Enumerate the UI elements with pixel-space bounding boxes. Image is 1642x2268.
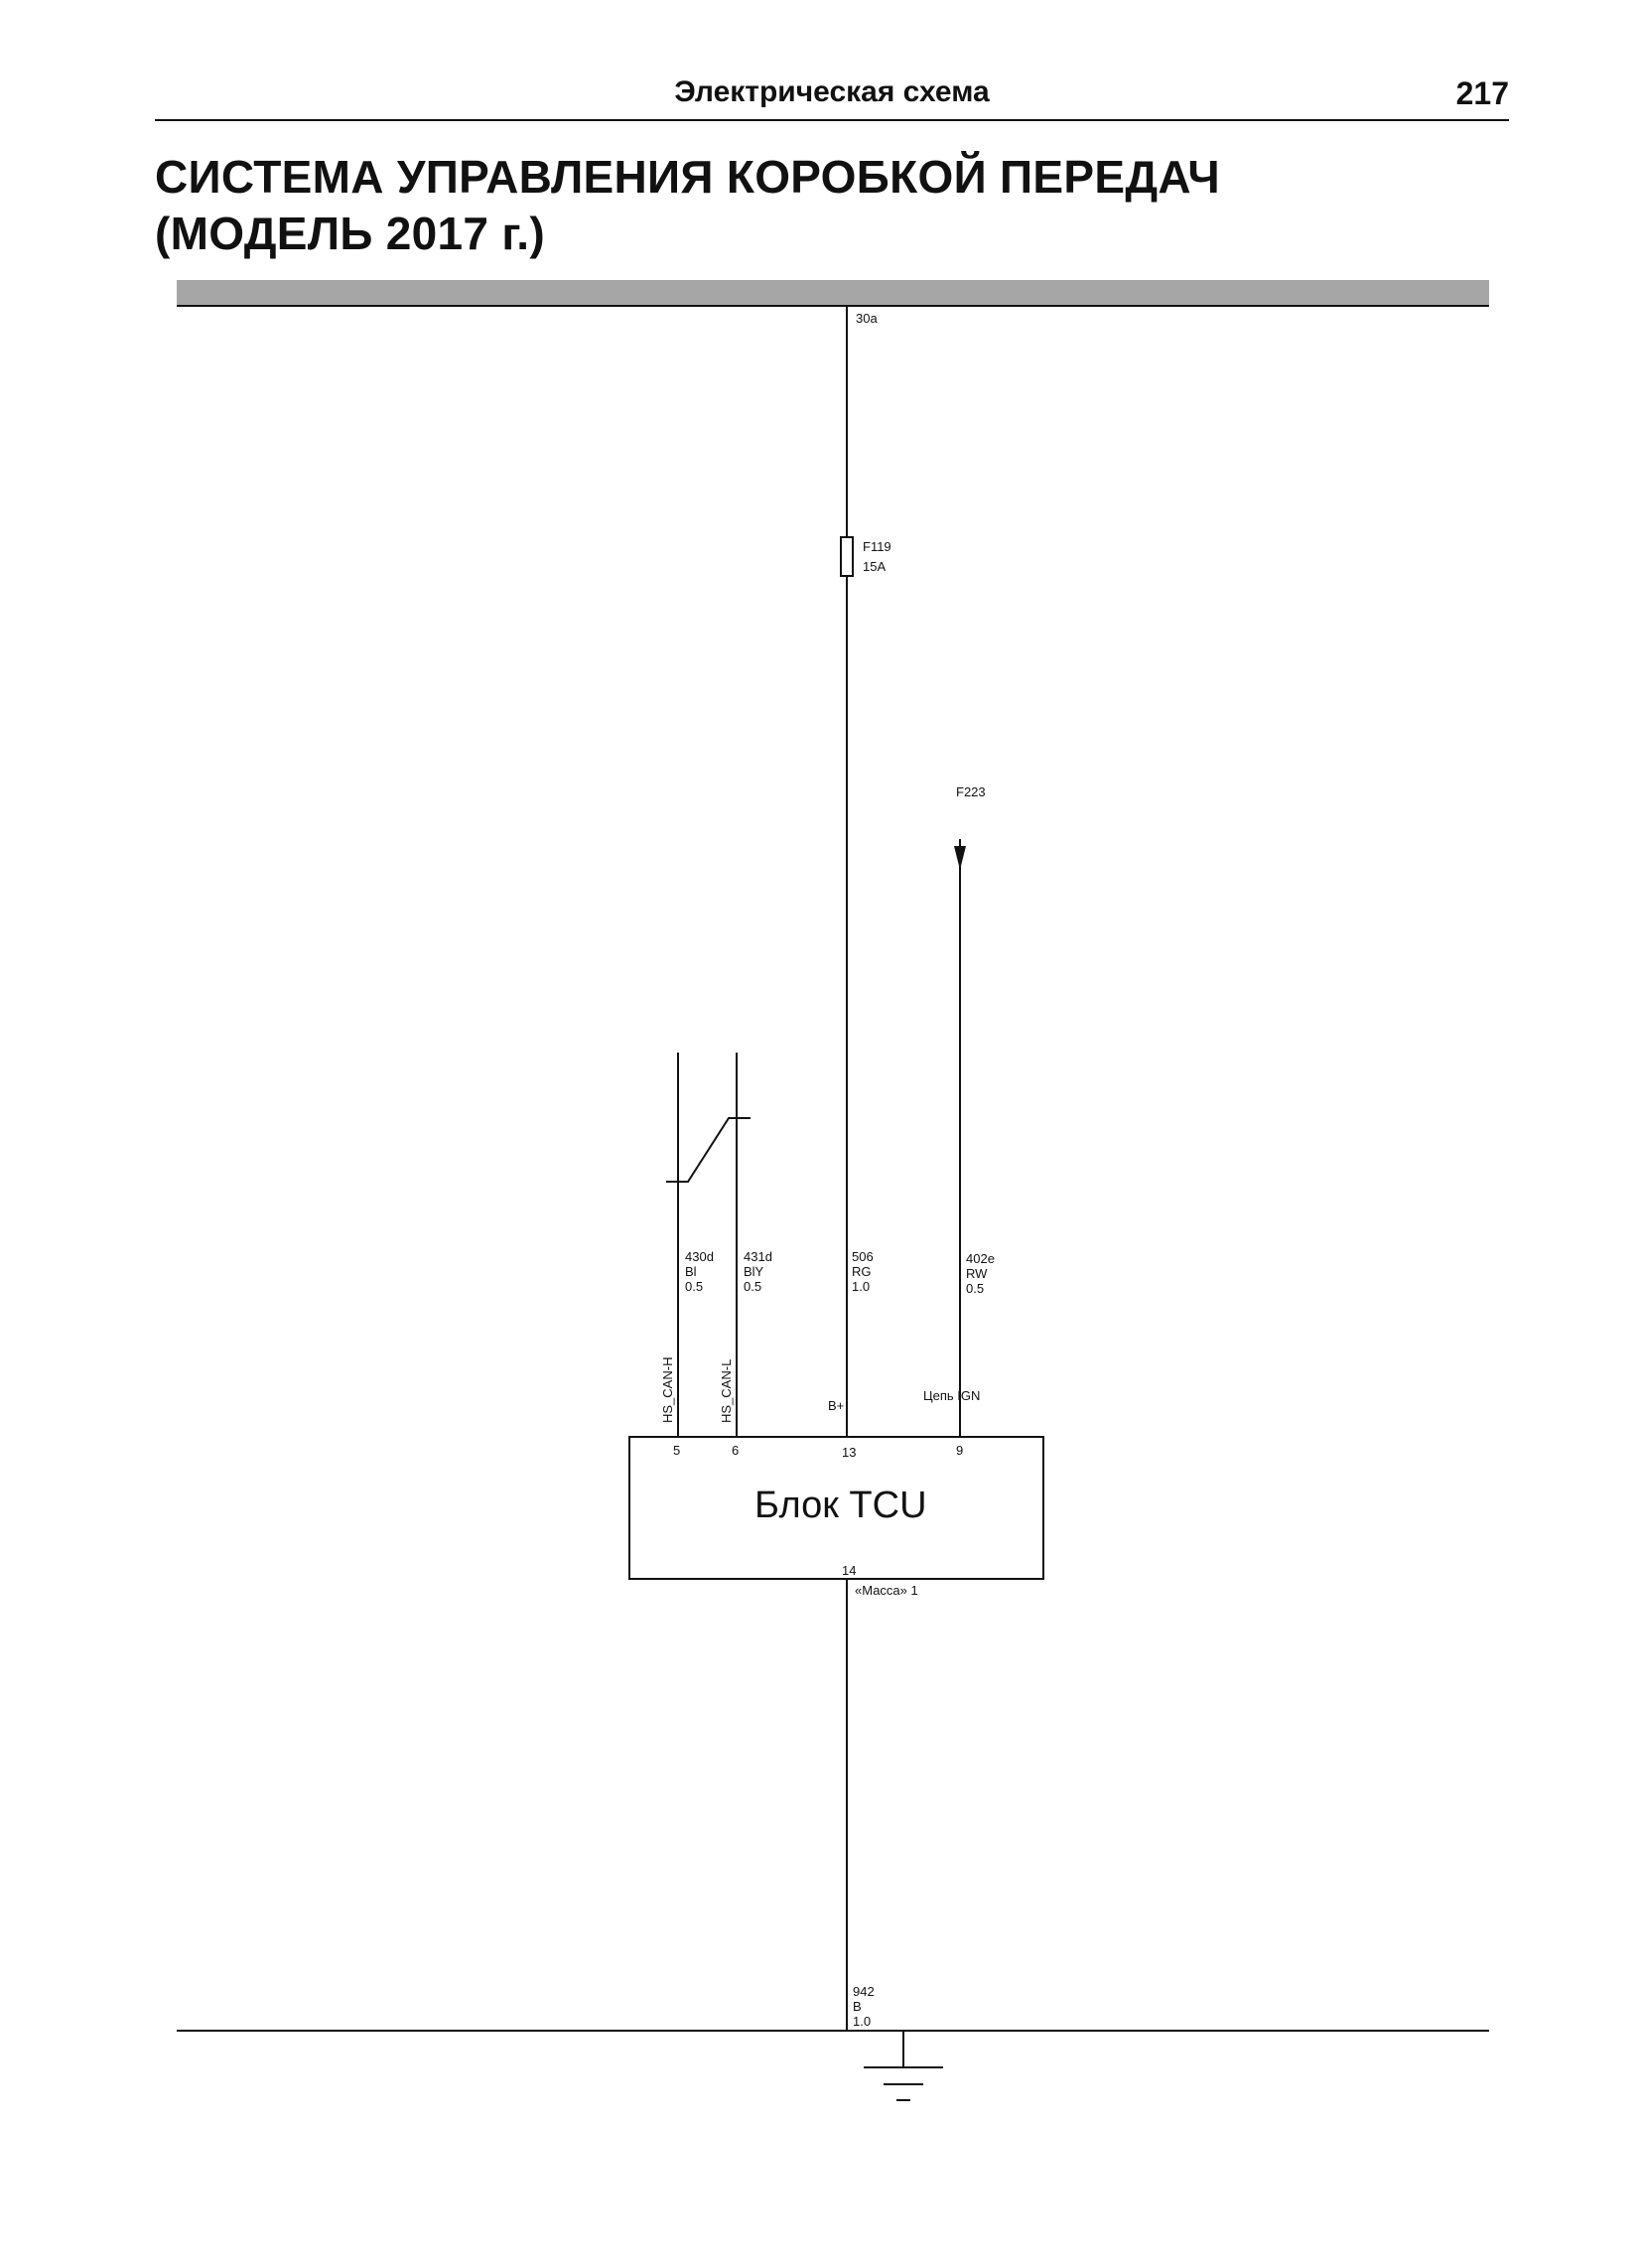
tcu-module xyxy=(628,1436,1044,1580)
svg-text:0.5: 0.5 xyxy=(966,1281,984,1296)
fuse-rating: 15A xyxy=(863,559,886,574)
signal-hs-can-l: HS_CAN-L xyxy=(719,1359,734,1423)
signal-ign: Цепь IGN xyxy=(923,1388,980,1403)
page-title: СИСТЕМА УПРАВЛЕНИЯ КОРОБКОЙ ПЕРЕДАЧ (МОД… xyxy=(155,149,1220,262)
svg-text:B: B xyxy=(853,1999,862,2014)
signal-hs-can-h: HS_CAN-H xyxy=(660,1357,675,1423)
fuse-name: F119 xyxy=(863,539,891,554)
page-title-line-2: (МОДЕЛЬ 2017 г.) xyxy=(155,208,545,259)
section-label: Электрическая схема xyxy=(674,75,990,108)
feed-f223-label: F223 xyxy=(956,784,986,799)
svg-text:0.5: 0.5 xyxy=(744,1279,761,1294)
feed-arrow-icon xyxy=(954,846,966,870)
signal-b-plus: B+ xyxy=(828,1398,844,1413)
svg-text:506: 506 xyxy=(852,1249,874,1264)
fuse-f119 xyxy=(840,536,854,577)
wire-label-431d: 431d BlY 0.5 xyxy=(744,1249,772,1294)
wire-label-506: 506 RG 1.0 xyxy=(852,1249,874,1294)
svg-text:1.0: 1.0 xyxy=(852,1279,870,1294)
wire-label-402e: 402e RW 0.5 xyxy=(966,1251,995,1296)
tcu-module-name: Блок TCU xyxy=(754,1485,927,1526)
svg-text:RW: RW xyxy=(966,1266,988,1281)
supply-bus xyxy=(177,280,1489,306)
pin-9: 9 xyxy=(956,1443,963,1458)
svg-text:431d: 431d xyxy=(744,1249,772,1264)
page-title-line-1: СИСТЕМА УПРАВЛЕНИЯ КОРОБКОЙ ПЕРЕДАЧ xyxy=(155,151,1221,203)
svg-text:Bl: Bl xyxy=(685,1264,697,1279)
ground-icon xyxy=(864,2031,943,2101)
pin-14: 14 xyxy=(842,1563,856,1578)
svg-text:0.5: 0.5 xyxy=(685,1279,703,1294)
page-header: Электрическая схема 217 xyxy=(155,73,1509,121)
svg-text:BlY: BlY xyxy=(744,1264,764,1279)
page-number: 217 xyxy=(1455,75,1509,111)
ground-label: «Масса» 1 xyxy=(855,1583,918,1598)
svg-text:942: 942 xyxy=(853,1984,875,1999)
supply-bus-label: 30a xyxy=(856,311,878,326)
svg-text:1.0: 1.0 xyxy=(853,2014,871,2029)
wire-label-430d: 430d Bl 0.5 xyxy=(685,1249,714,1294)
pin-6: 6 xyxy=(732,1443,739,1458)
svg-text:430d: 430d xyxy=(685,1249,714,1264)
pin-5: 5 xyxy=(673,1443,680,1458)
twisted-pair-symbol xyxy=(666,1117,751,1183)
svg-text:RG: RG xyxy=(852,1264,872,1279)
wire-label-942: 942 B 1.0 xyxy=(853,1984,875,2029)
pin-13: 13 xyxy=(842,1445,856,1460)
svg-text:402e: 402e xyxy=(966,1251,995,1266)
